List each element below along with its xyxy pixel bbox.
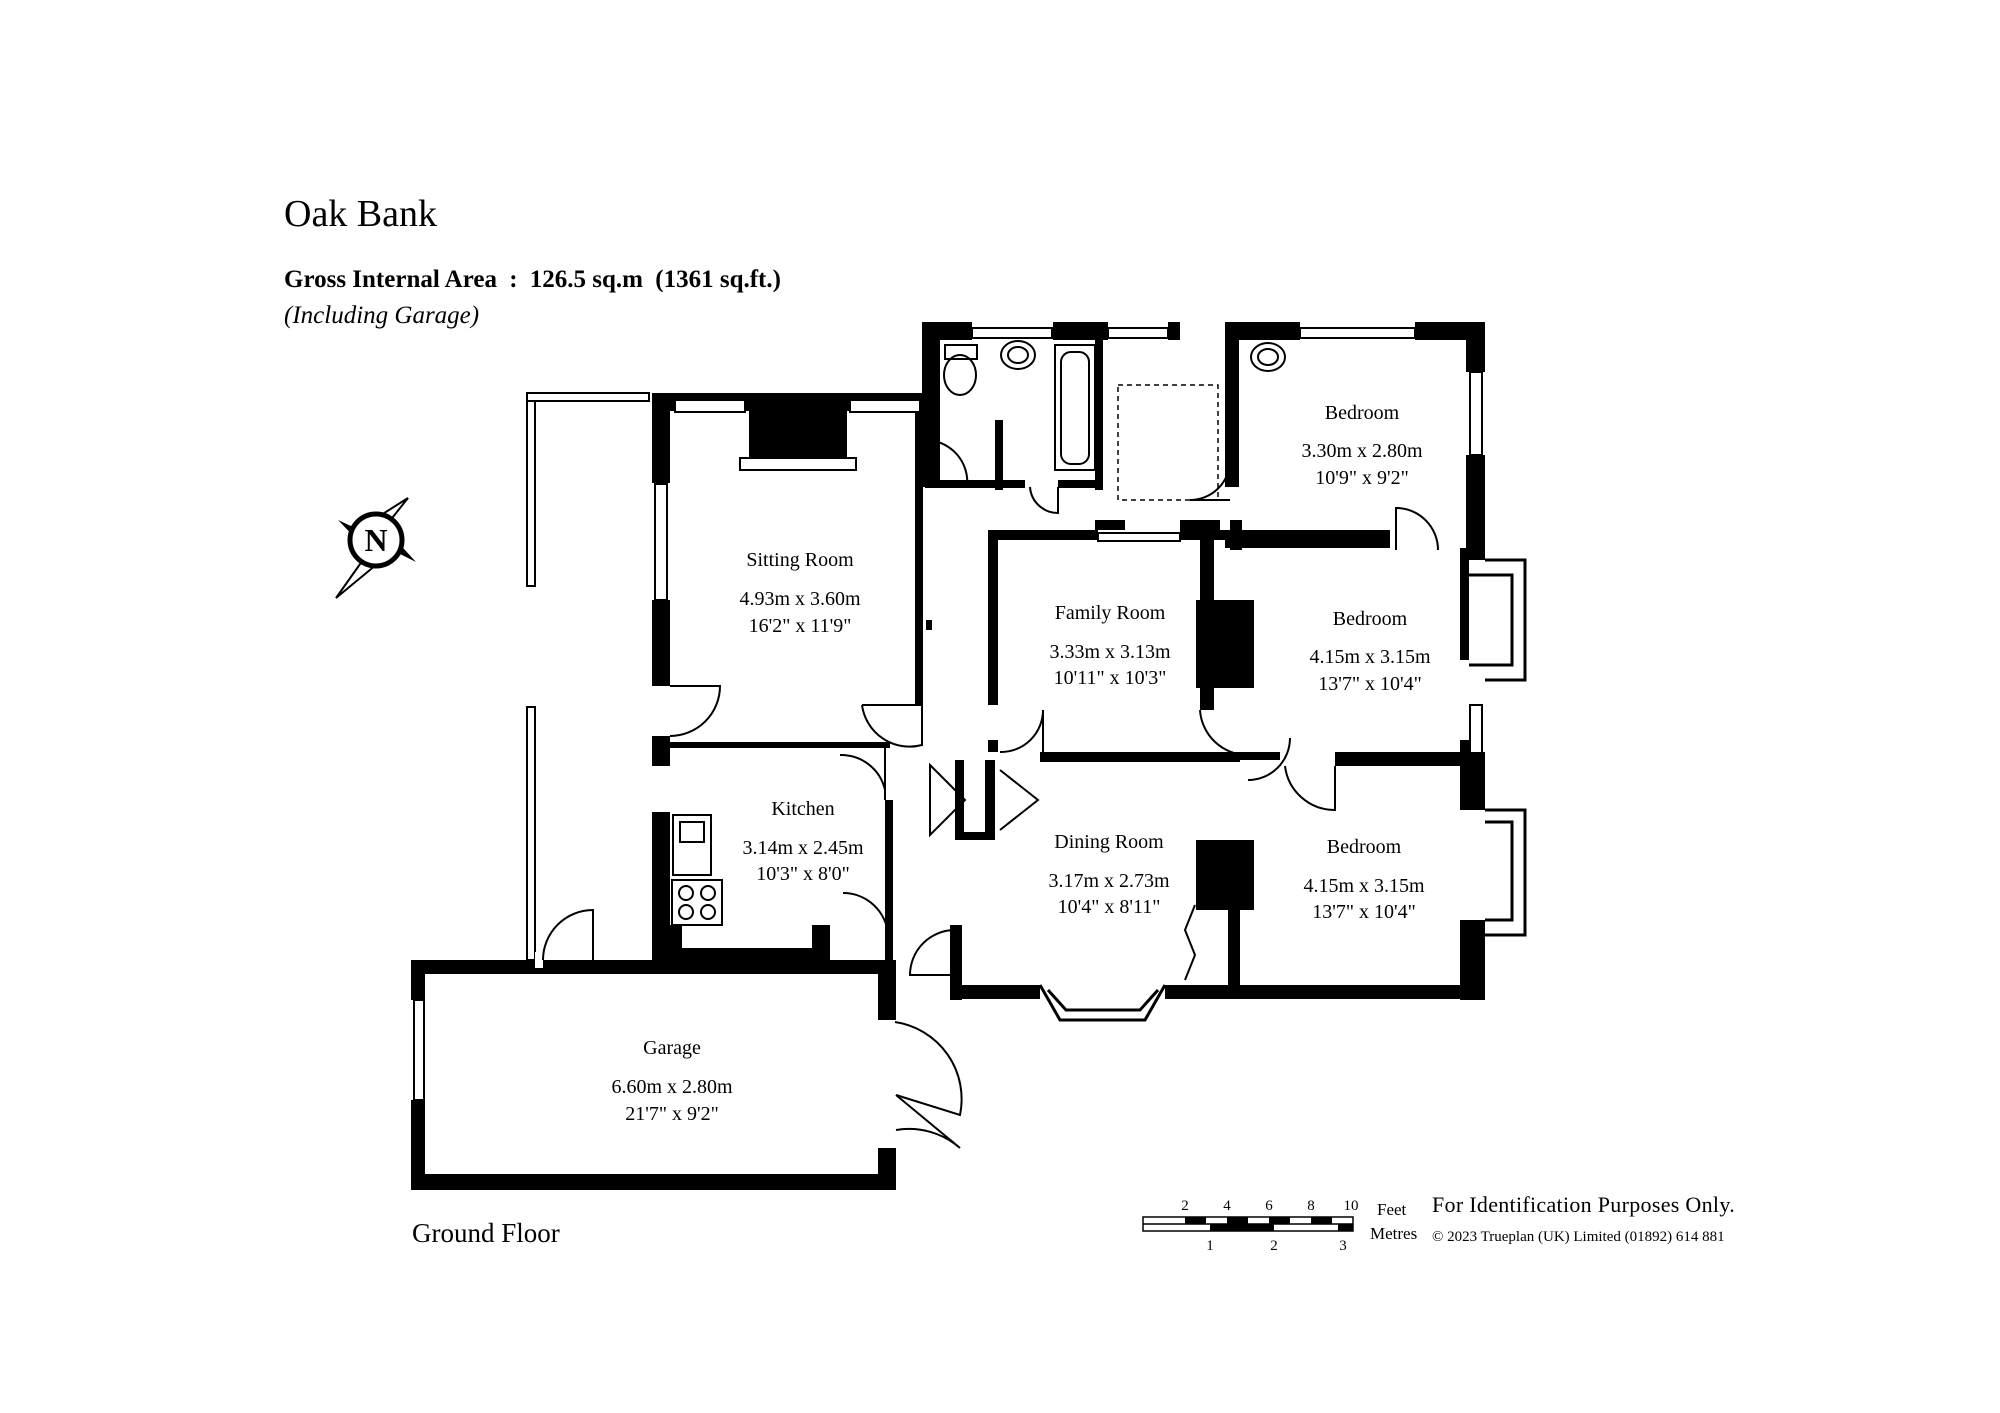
metre-tick: 2 <box>1270 1238 1278 1254</box>
property-title: Oak Bank <box>284 193 438 235</box>
room-name: Garage <box>643 1037 701 1059</box>
room-bedroom-front: Bedroom 4.15m x 3.15m 13'7" x 10'4" <box>1303 836 1425 923</box>
copyright: © 2023 Trueplan (UK) Limited (01892) 614… <box>1432 1229 1725 1245</box>
north-compass-icon: N <box>335 497 416 599</box>
room-size-metric: 4.15m x 3.15m <box>1309 646 1431 668</box>
room-garage: Garage 6.60m x 2.80m 21'7" x 9'2" <box>611 1037 733 1125</box>
room-name: Bedroom <box>1327 836 1402 858</box>
area-note: (Including Garage) <box>284 302 480 329</box>
room-size-imperial: 10'11" x 10'3" <box>1054 667 1167 689</box>
feet-tick: 2 <box>1181 1198 1189 1214</box>
room-kitchen: Kitchen 3.14m x 2.45m 10'3" x 8'0" <box>742 798 864 885</box>
room-bedroom-middle: Bedroom 4.15m x 3.15m 13'7" x 10'4" <box>1309 608 1431 695</box>
room-size-imperial: 10'9" x 9'2" <box>1315 467 1409 489</box>
scale-bar: 2 4 6 8 10 1 2 3 <box>1142 1198 1359 1254</box>
doors <box>542 438 1439 1149</box>
room-size-imperial: 16'2" x 11'9" <box>749 615 852 637</box>
room-name: Bedroom <box>1325 402 1400 424</box>
room-dining-room: Dining Room 3.17m x 2.73m 10'4" x 8'11" <box>1048 831 1170 918</box>
compass-letter: N <box>364 522 387 558</box>
room-size-imperial: 13'7" x 10'4" <box>1312 901 1416 923</box>
room-size-imperial: 21'7" x 9'2" <box>625 1103 719 1125</box>
area-separator: : <box>509 266 518 293</box>
feet-tick: 6 <box>1265 1198 1273 1214</box>
room-family-room: Family Room 3.33m x 3.13m 10'11" x 10'3" <box>1049 602 1171 689</box>
metre-tick: 3 <box>1339 1238 1347 1254</box>
room-size-imperial: 10'4" x 8'11" <box>1058 896 1161 918</box>
scale-metres-label: Metres <box>1370 1224 1418 1243</box>
area-imperial: (1361 sq.ft.) <box>655 266 781 293</box>
room-name: Dining Room <box>1054 831 1164 853</box>
room-labels: Sitting Room 4.93m x 3.60m 16'2" x 11'9"… <box>611 402 1431 1125</box>
room-size-metric: 3.14m x 2.45m <box>742 837 864 859</box>
room-size-imperial: 13'7" x 10'4" <box>1318 673 1422 695</box>
room-size-metric: 3.33m x 3.13m <box>1049 641 1171 663</box>
room-size-metric: 4.93m x 3.60m <box>739 588 861 610</box>
floor-label: Ground Floor <box>412 1218 560 1248</box>
room-name: Family Room <box>1055 602 1166 624</box>
feet-tick: 4 <box>1223 1198 1231 1214</box>
room-size-metric: 4.15m x 3.15m <box>1303 875 1425 897</box>
area-label: Gross Internal Area <box>284 266 497 293</box>
room-sitting-room: Sitting Room 4.93m x 3.60m 16'2" x 11'9" <box>739 549 861 637</box>
room-size-imperial: 10'3" x 8'0" <box>756 863 850 885</box>
feet-tick: 8 <box>1307 1198 1315 1214</box>
area-metric: 126.5 sq.m <box>529 266 644 293</box>
windows <box>413 327 1527 1101</box>
room-size-metric: 3.17m x 2.73m <box>1048 870 1170 892</box>
room-name: Kitchen <box>771 798 834 820</box>
room-name: Bedroom <box>1333 608 1408 630</box>
room-size-metric: 3.30m x 2.80m <box>1301 440 1423 462</box>
disclaimer: For Identification Purposes Only. <box>1432 1192 1735 1217</box>
feet-tick: 10 <box>1344 1198 1359 1214</box>
metre-tick: 1 <box>1206 1238 1214 1254</box>
room-name: Sitting Room <box>746 549 854 571</box>
fixtures <box>671 340 1286 926</box>
room-bedroom-rear: Bedroom 3.30m x 2.80m 10'9" x 9'2" <box>1301 402 1423 489</box>
scale-feet-label: Feet <box>1377 1200 1407 1219</box>
gross-internal-area: Gross Internal Area : 126.5 sq.m (1361 s… <box>284 266 787 294</box>
room-size-metric: 6.60m x 2.80m <box>611 1076 733 1098</box>
